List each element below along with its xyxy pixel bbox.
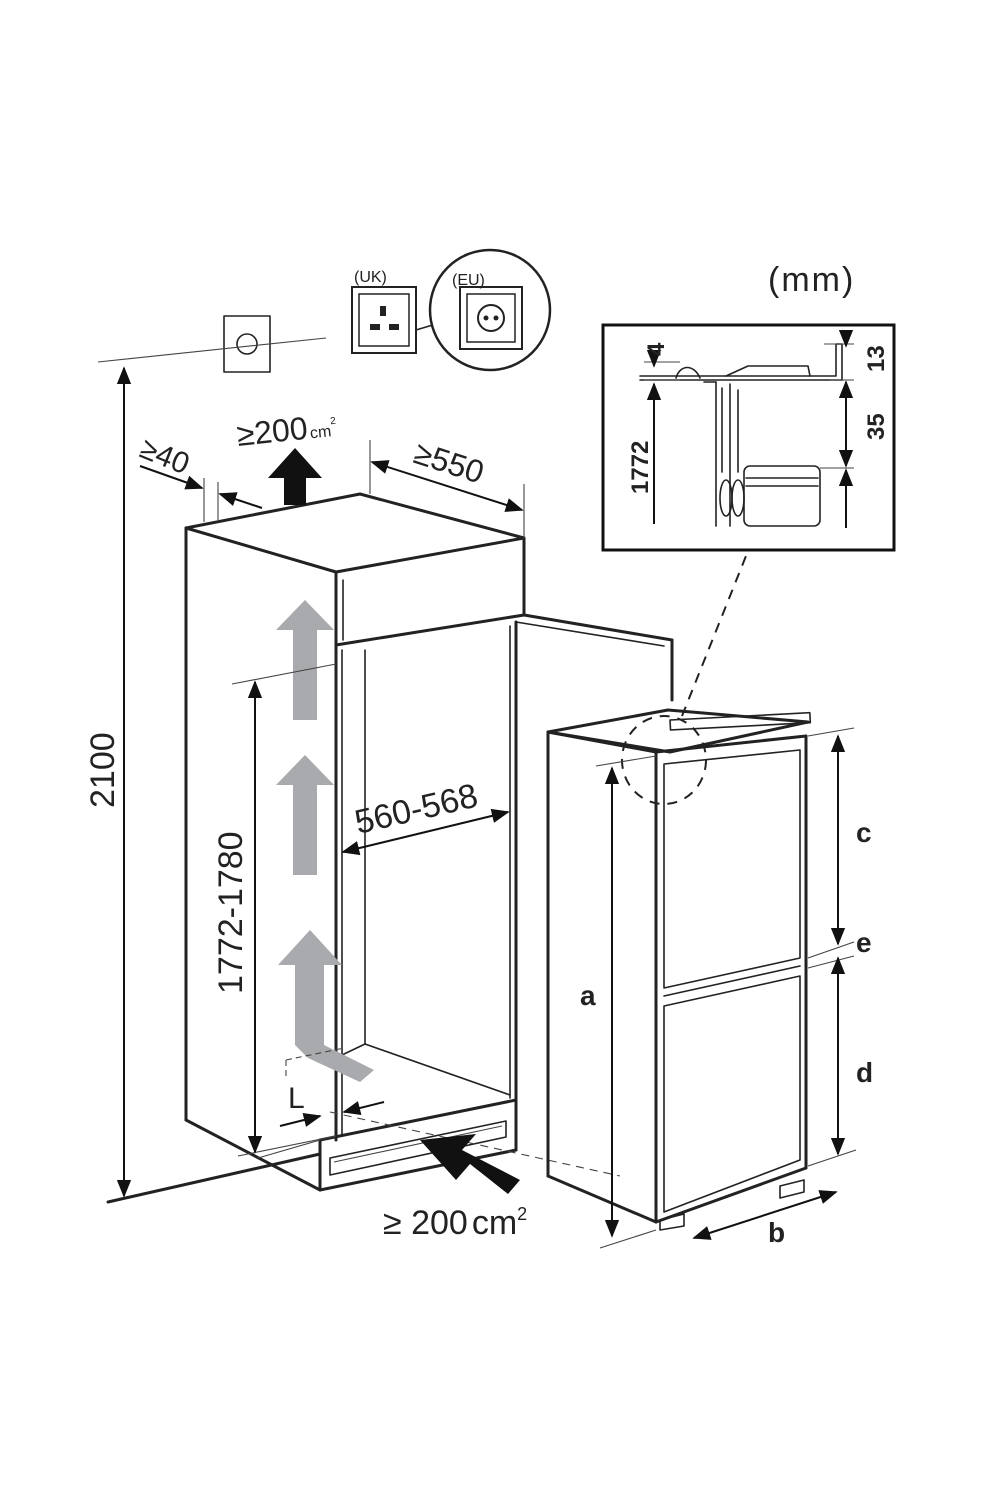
dim-1772-1780-label: 1772-1780 [212, 831, 250, 994]
airflow-arrows [276, 600, 374, 1082]
detail-inset [601, 323, 896, 552]
uk-label: (UK) [354, 269, 387, 286]
dim-550-label: ≥550 [410, 434, 489, 490]
vent-top-label: ≥200cm2 [235, 407, 338, 453]
units-label: (mm) [768, 261, 855, 299]
dim-line-560-568 [341, 808, 510, 856]
airflow-arrow-top [276, 600, 334, 720]
airflow-arrow-bottom [278, 930, 374, 1082]
vent-top-arrow-icon [268, 448, 322, 505]
fridge-appliance [546, 708, 812, 1231]
eu-socket-icon [415, 248, 552, 372]
niche-cabinet [106, 492, 674, 1204]
wall-socket-icon [97, 315, 327, 373]
eu-label: (EU) [452, 272, 485, 289]
dim-b-label: b [768, 1217, 785, 1248]
detail-dim-4-label: 4 [643, 342, 670, 356]
dim-L-label: L [288, 1082, 305, 1115]
dim-a-label: a [580, 980, 596, 1011]
uk-socket-icon [351, 286, 417, 354]
dim-2100-label: 2100 [84, 732, 122, 808]
dim-line-b [692, 1190, 838, 1240]
dim-line-550 [370, 460, 524, 512]
dim-e-label: e [856, 927, 872, 958]
detail-dim-35-label: 35 [863, 413, 890, 440]
dim-40-label: ≥40 [135, 432, 194, 481]
dim-d-label: d [856, 1057, 873, 1088]
airflow-arrow-middle [276, 755, 334, 875]
detail-dim-13-label: 13 [863, 345, 890, 372]
vent-bottom-arrow-icon [420, 1134, 520, 1194]
detail-dim-1772-label: 1772 [627, 441, 654, 494]
detail-callout-circle [621, 715, 707, 805]
dim-c-label: c [856, 817, 872, 848]
dim-560-568-label: 560-568 [351, 777, 481, 842]
